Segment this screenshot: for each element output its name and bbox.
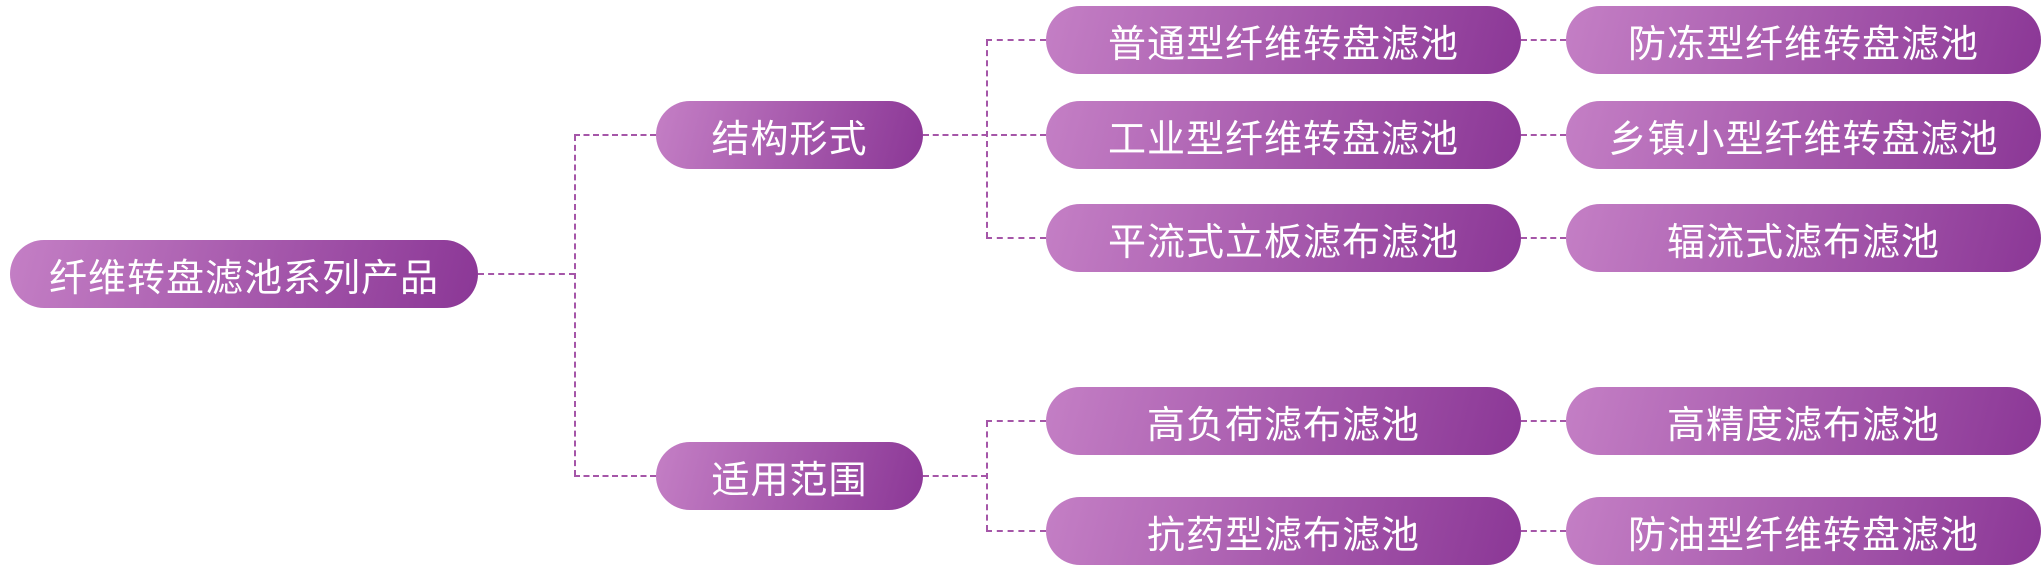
connector-row-5 [1521, 530, 1566, 532]
node-leaf-oil-proof: 防油型纤维转盘滤池 [1566, 497, 2041, 565]
connector-scope-trunk [986, 421, 988, 531]
connector-scope-child-1 [986, 420, 1046, 422]
node-leaf-high-precision: 高精度滤布滤池 [1566, 387, 2041, 455]
node-leaf-township: 乡镇小型纤维转盘滤池 [1566, 101, 2041, 169]
node-root: 纤维转盘滤池系列产品 [10, 240, 478, 308]
connector-row-3 [1521, 237, 1566, 239]
connector-row-2 [1521, 134, 1566, 136]
connector-structure-out [923, 134, 1046, 136]
connector-to-branch-scope [574, 475, 656, 477]
connector-structure-trunk [986, 40, 988, 238]
node-leaf-horizontal-plate: 平流式立板滤布滤池 [1046, 204, 1521, 272]
connector-structure-child-1 [986, 39, 1046, 41]
node-leaf-high-load: 高负荷滤布滤池 [1046, 387, 1521, 455]
connector-row-1 [1521, 39, 1566, 41]
node-leaf-radial: 辐流式滤布滤池 [1566, 204, 2041, 272]
connector-scope-child-2 [986, 530, 1046, 532]
connector-row-4 [1521, 420, 1566, 422]
node-leaf-drug-resistant: 抗药型滤布滤池 [1046, 497, 1521, 565]
connector-to-branch-structure [574, 134, 656, 136]
connector-scope-out [923, 475, 987, 477]
node-branch-structure: 结构形式 [656, 101, 923, 169]
node-leaf-industrial: 工业型纤维转盘滤池 [1046, 101, 1521, 169]
connector-root-trunk [574, 135, 576, 476]
connector-root-out [478, 273, 575, 275]
node-leaf-ordinary: 普通型纤维转盘滤池 [1046, 6, 1521, 74]
node-leaf-antifreeze: 防冻型纤维转盘滤池 [1566, 6, 2041, 74]
node-branch-scope: 适用范围 [656, 442, 923, 510]
connector-structure-child-3 [986, 237, 1046, 239]
